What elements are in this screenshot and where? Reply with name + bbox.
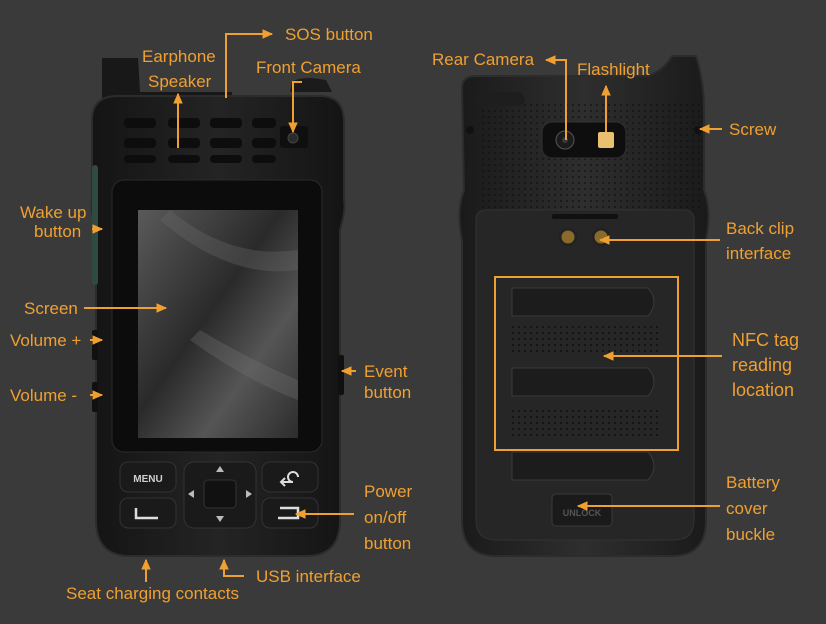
grip-ribs xyxy=(511,287,655,481)
label-flashlight: Flashlight xyxy=(577,60,650,79)
line-rear-camera xyxy=(544,55,567,140)
flashlight-led xyxy=(598,132,614,148)
label-battery-line3: buckle xyxy=(726,525,776,544)
label-event-line1: Event xyxy=(364,362,408,381)
front-camera-lens xyxy=(287,132,299,144)
screen-display xyxy=(138,210,298,438)
menu-key xyxy=(119,461,177,493)
label-power-line2: on/off xyxy=(364,508,407,527)
line-front-camera xyxy=(288,81,302,134)
back-key xyxy=(261,461,319,493)
label-power-line3: button xyxy=(364,534,412,553)
label-seat-charging: Seat charging contacts xyxy=(66,584,239,603)
dpad-up-icon xyxy=(216,466,224,472)
label-sos-button: SOS button xyxy=(285,25,373,44)
label-front-camera: Front Camera xyxy=(256,58,361,77)
label-earphone: Earphone xyxy=(142,47,216,66)
label-nfc-line2: reading xyxy=(732,355,793,375)
back-icon xyxy=(279,471,299,487)
dpad-left-icon xyxy=(188,490,194,498)
label-back-clip-line2: interface xyxy=(726,244,792,263)
label-wake-line2: button xyxy=(34,222,82,241)
speaker-grille xyxy=(124,118,276,163)
label-nfc-line3: location xyxy=(732,380,795,400)
line-sos xyxy=(225,29,274,98)
label-battery-line1: Battery xyxy=(726,473,780,492)
label-usb-interface: USB interface xyxy=(256,567,361,586)
dpad-right-icon xyxy=(246,490,252,498)
dpad-center xyxy=(203,479,237,509)
buckle-label: UNLOCK xyxy=(563,508,602,518)
wake-button-strip xyxy=(92,165,98,285)
label-screw: Screw xyxy=(729,120,777,139)
event-key xyxy=(338,355,344,395)
label-battery-line2: cover xyxy=(726,499,768,518)
call-icon xyxy=(134,508,158,520)
label-volume-up: Volume + xyxy=(10,331,82,350)
nfc-highlight-box xyxy=(494,276,679,451)
clip-hole-left xyxy=(558,227,578,247)
dpad-down-icon xyxy=(216,516,224,522)
menu-key-label: MENU xyxy=(133,474,162,485)
label-power-line1: Power xyxy=(364,482,413,501)
clip-hole-right xyxy=(591,227,611,247)
line-usb xyxy=(219,558,244,577)
label-back-clip-line1: Back clip xyxy=(726,219,795,238)
volume-down-key xyxy=(92,382,98,412)
label-speaker: Speaker xyxy=(148,72,212,91)
label-nfc-line1: NFC tag xyxy=(732,330,800,350)
label-rear-camera: Rear Camera xyxy=(432,50,535,69)
keypad: MENU xyxy=(119,461,319,529)
label-volume-down: Volume - xyxy=(10,386,78,405)
volume-up-key xyxy=(92,330,98,360)
front-top-bump xyxy=(290,78,332,92)
call-key xyxy=(119,497,177,529)
label-screen: Screen xyxy=(24,299,78,318)
label-wake-line1: Wake up xyxy=(20,203,87,222)
label-event-line2: button xyxy=(364,383,412,402)
screw-left xyxy=(466,126,474,134)
callout-lines xyxy=(84,29,722,582)
back-device: UNLOCK xyxy=(458,55,710,557)
